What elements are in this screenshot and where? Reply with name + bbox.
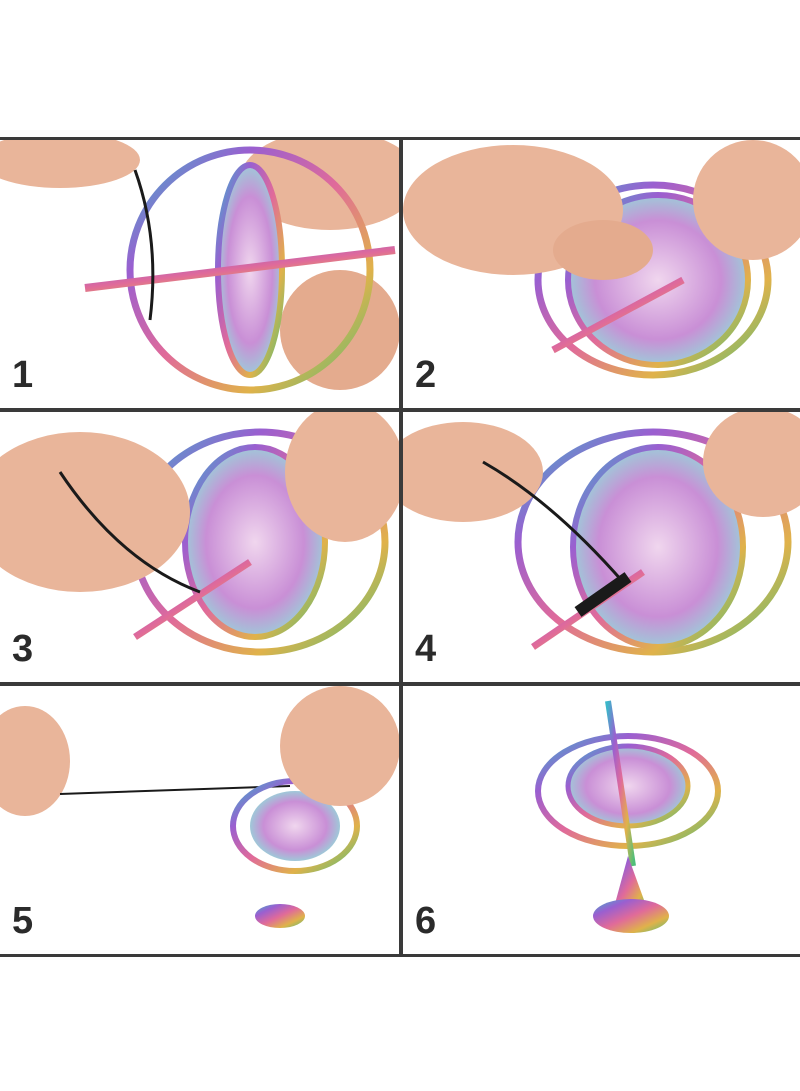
gyroscope-photo-step-2 [403, 140, 800, 379]
gyroscope-photo-step-1 [0, 140, 399, 394]
step-number: 1 [12, 354, 34, 396]
gyroscope-photo-step-3 [0, 412, 399, 656]
step-3-panel: 3 [0, 412, 399, 682]
step-4-panel: 4 [403, 412, 800, 682]
gyroscope-photo-step-6 [535, 700, 721, 933]
step-5-panel: 5 [0, 686, 399, 954]
step-number: 4 [415, 628, 437, 670]
step-6-panel: 6 [403, 686, 800, 954]
gyroscope-photo-step-5 [0, 686, 399, 928]
step-number: 2 [415, 354, 437, 396]
gyroscope-photo-step-4 [403, 412, 800, 656]
step-2-panel: 2 [403, 140, 800, 408]
step-1-panel: 1 [0, 140, 399, 408]
instruction-grid: 1 2 3 4 [0, 137, 800, 957]
step-number: 3 [12, 628, 34, 670]
step-number: 5 [12, 900, 34, 942]
step-number: 6 [415, 900, 437, 942]
